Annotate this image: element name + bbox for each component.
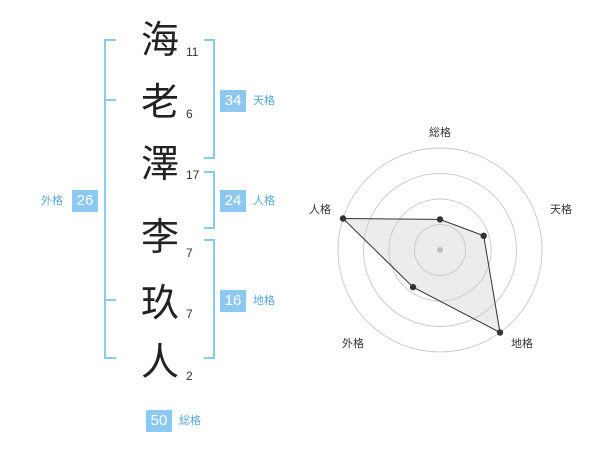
stroke-count-4: 7 — [186, 246, 193, 260]
radar-center — [437, 247, 443, 253]
name-char-1: 海 — [140, 18, 179, 62]
radar-axis-label-tenkaku: 天格 — [550, 203, 572, 216]
name-char-3: 澤 — [140, 142, 179, 186]
chikaku-score: 16 — [220, 290, 246, 312]
gaikaku-score: 26 — [72, 190, 98, 212]
radar-ring-1 — [414, 224, 466, 276]
radar-axis-label-chikaku: 地格 — [511, 337, 533, 350]
radar-axis-label-gaikaku: 外格 — [342, 337, 364, 350]
radar-axis-label-jinkaku: 人格 — [309, 203, 331, 216]
soukaku-score: 50 — [146, 410, 172, 432]
tenkaku-bracket — [204, 39, 215, 159]
radar-axis-label-soukaku: 総格 — [429, 126, 451, 139]
stroke-count-2: 6 — [186, 107, 193, 121]
stroke-count-6: 2 — [186, 369, 193, 383]
jinkaku-label: 人格 — [253, 194, 275, 207]
name-char-4: 李 — [140, 215, 179, 259]
stroke-count-5: 7 — [186, 307, 193, 321]
radar-point-4 — [339, 215, 347, 222]
gaikaku-bracket — [104, 39, 116, 359]
jinkaku-bracket — [204, 171, 215, 229]
radar-point-2 — [496, 329, 504, 336]
gaikaku-label: 外格 — [41, 194, 63, 207]
radar-polygon — [341, 217, 501, 334]
name-char-5: 玖 — [140, 281, 179, 325]
stroke-count-3: 17 — [186, 168, 200, 182]
tenkaku-label: 天格 — [253, 94, 275, 107]
radar-ring-3 — [363, 173, 517, 327]
chikaku-label: 地格 — [253, 294, 275, 307]
grouping-brackets — [104, 39, 215, 359]
chikaku-bracket — [204, 239, 215, 359]
radar-point-1 — [480, 232, 487, 239]
stroke-count-1: 11 — [186, 45, 199, 59]
name-char-2: 老 — [140, 80, 179, 124]
tenkaku-score: 34 — [220, 90, 246, 112]
radar-ring-4 — [337, 147, 543, 353]
radar-point-0 — [436, 216, 444, 223]
soukaku-label: 総格 — [179, 414, 201, 427]
jinkaku-score: 24 — [220, 190, 246, 212]
name-char-6: 人 — [140, 340, 179, 384]
radar-point-3 — [409, 283, 417, 291]
